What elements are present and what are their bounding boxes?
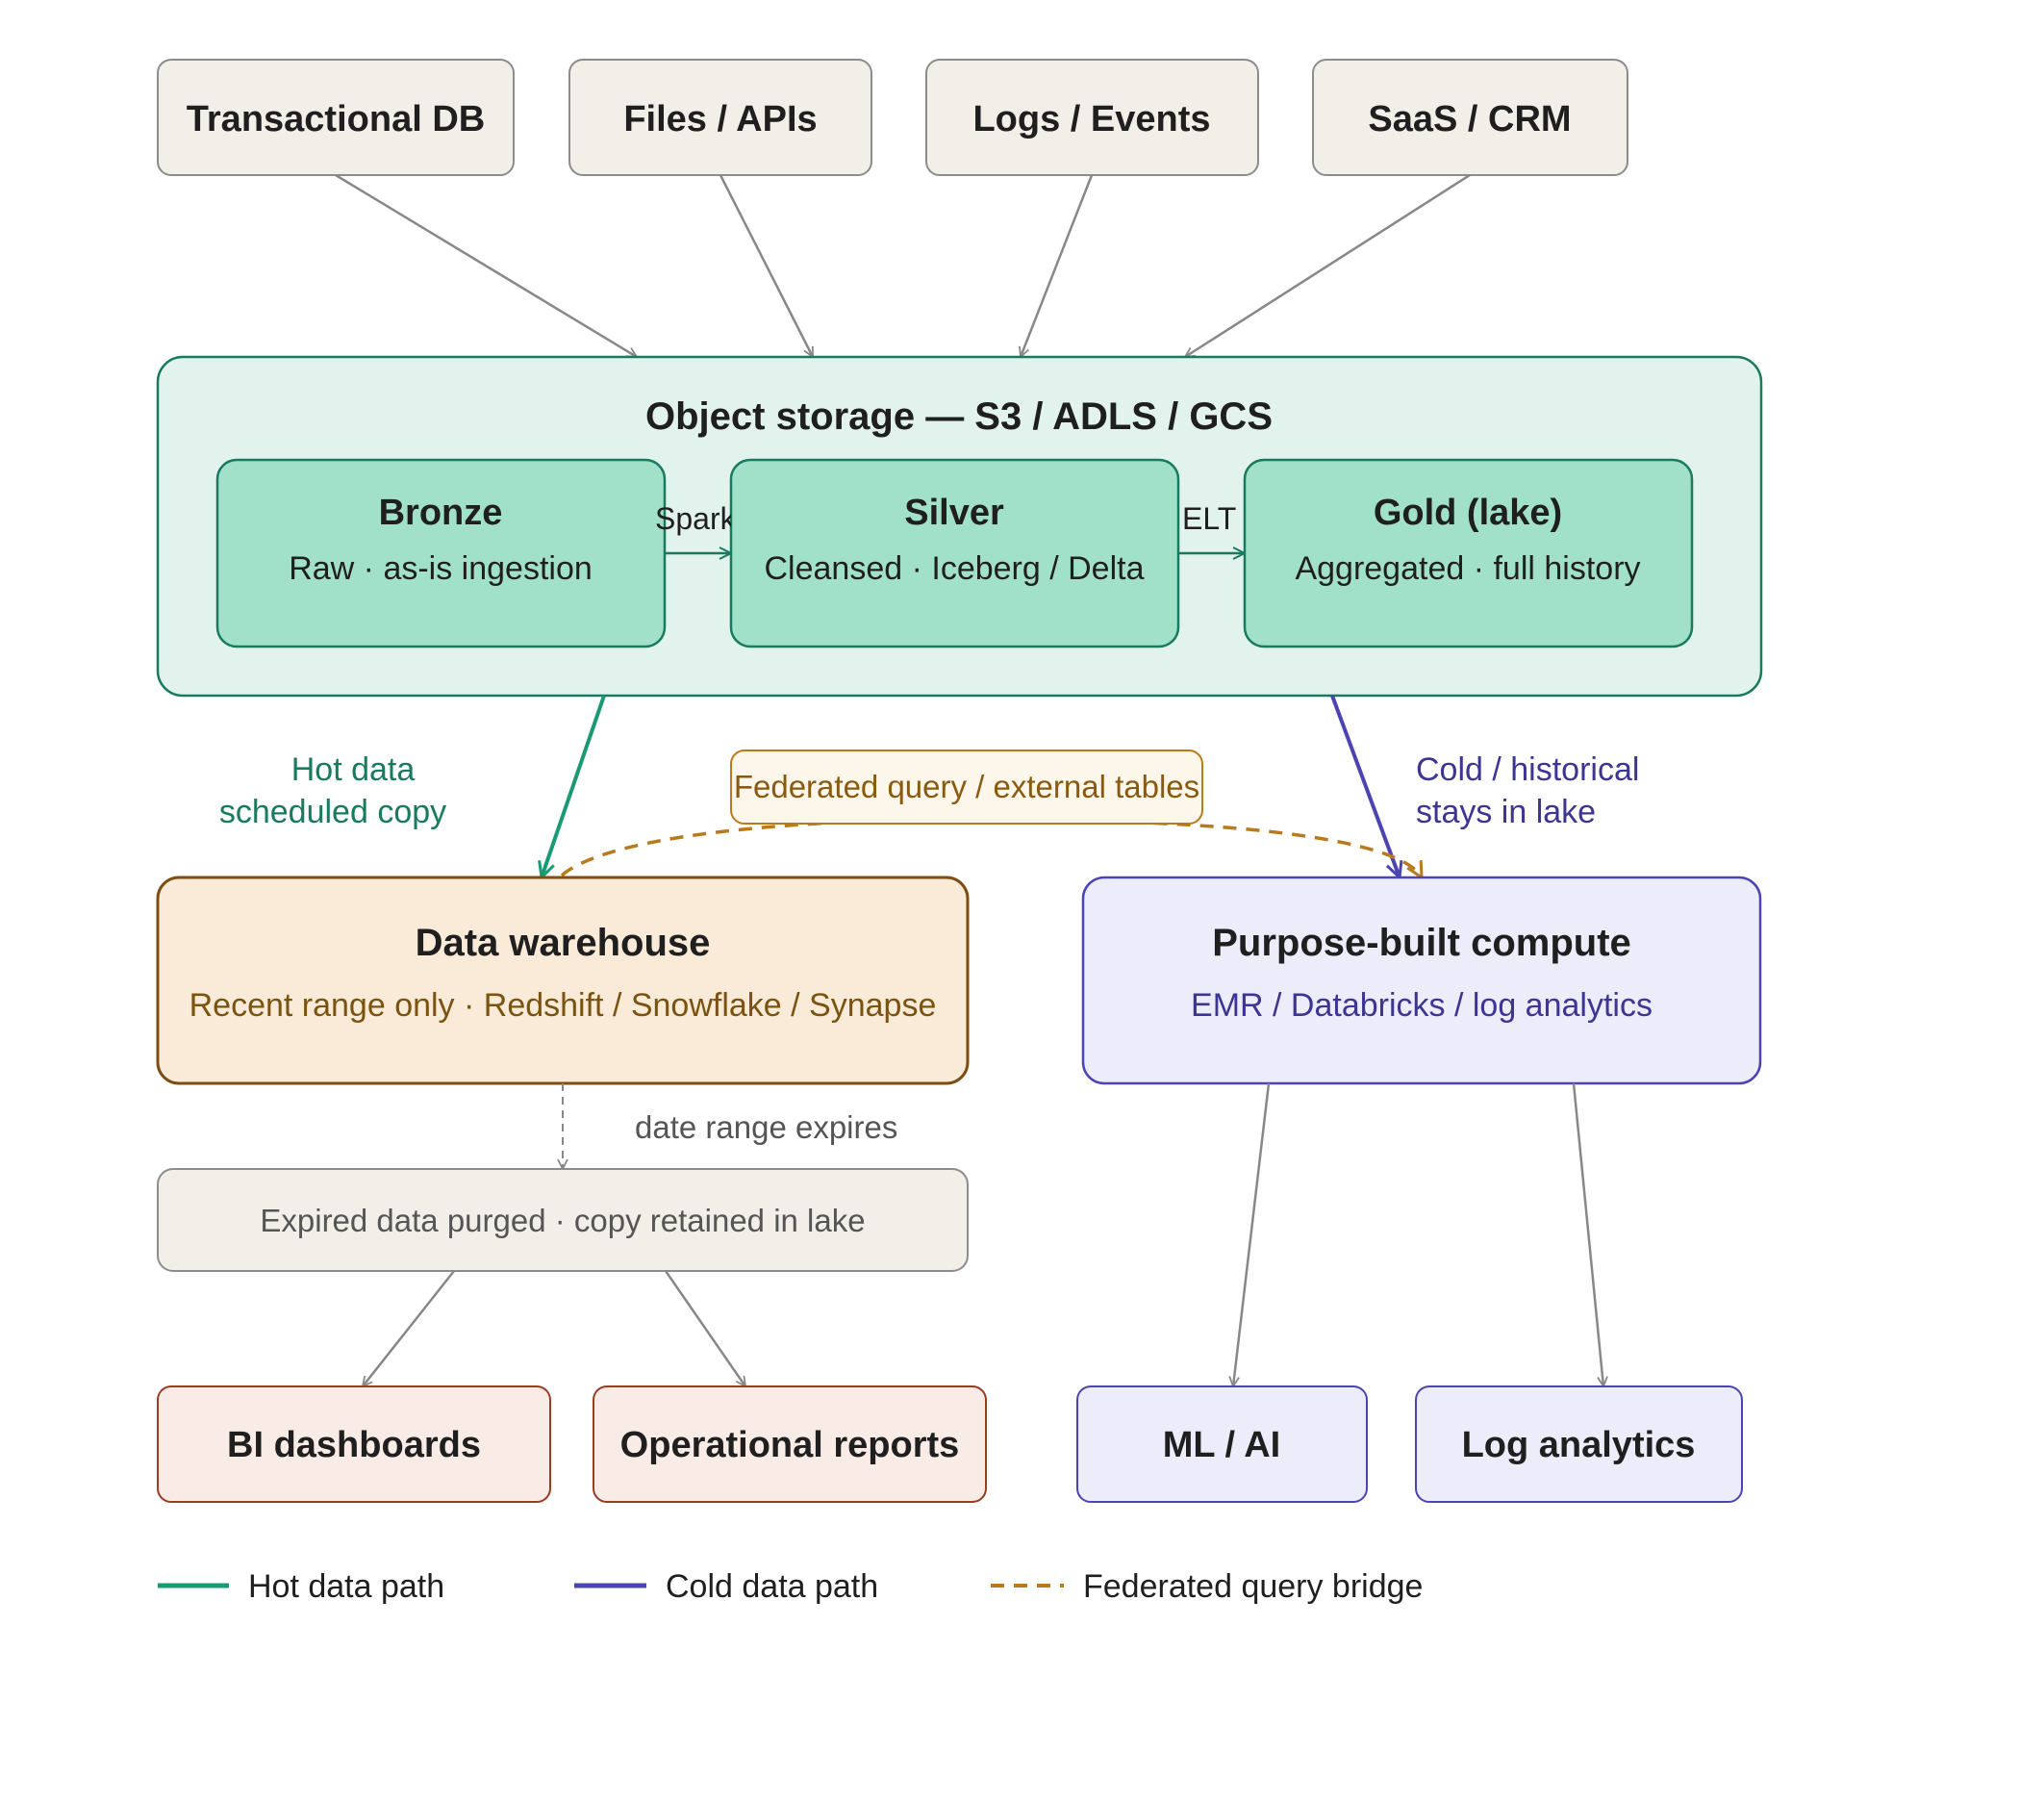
arrow-source-to-storage xyxy=(719,174,815,357)
purpose-built-compute: Purpose-built compute EMR / Databricks /… xyxy=(1081,876,1762,1085)
arrow-to-operational-reports xyxy=(664,1270,745,1386)
legend: Hot data path Cold data path Federated q… xyxy=(158,1568,1423,1605)
source-saas-crm: SaaS / CRM xyxy=(1312,59,1628,176)
arrow-source-to-storage xyxy=(335,173,637,359)
consumer-log-analytics: Log analytics xyxy=(1415,1385,1743,1503)
consumer-label: BI dashboards xyxy=(227,1425,481,1465)
compute-title: Purpose-built compute xyxy=(1212,922,1631,964)
source-files-apis: Files / APIs xyxy=(568,59,872,176)
cold-path-label-line2: stays in lake xyxy=(1416,794,1596,830)
spark-label: Spark xyxy=(655,501,737,536)
silver-layer: Silver Cleansed · Iceberg / Delta xyxy=(729,458,1180,648)
consumer-label: Operational reports xyxy=(620,1425,960,1465)
source-label: Logs / Events xyxy=(972,99,1210,140)
consumer-label: Log analytics xyxy=(1462,1425,1696,1465)
legend-hot-label: Hot data path xyxy=(248,1568,444,1605)
arrow-source-to-storage xyxy=(1185,173,1471,357)
bronze-layer: Bronze Raw · as-is ingestion xyxy=(215,458,667,648)
cold-path-label-line1: Cold / historical xyxy=(1416,751,1639,788)
expiry-label: date range expires xyxy=(635,1109,897,1145)
arrow-to-log-analytics xyxy=(1572,1082,1603,1386)
arrow-source-to-storage xyxy=(1021,174,1094,357)
source-label: Transactional DB xyxy=(187,99,485,140)
consumer-operational-reports: Operational reports xyxy=(593,1385,987,1503)
consumer-bi-dashboards: BI dashboards xyxy=(157,1385,551,1503)
legend-cold-label: Cold data path xyxy=(666,1568,878,1605)
bronze-title: Bronze xyxy=(379,493,503,533)
silver-subtitle: Cleansed · Iceberg / Delta xyxy=(765,550,1145,587)
purged-label: Expired data purged · copy retained in l… xyxy=(260,1203,865,1238)
object-storage-title: Object storage — S3 / ADLS / GCS xyxy=(645,395,1273,438)
purged-data-box: Expired data purged · copy retained in l… xyxy=(157,1168,969,1272)
legend-federated-label: Federated query bridge xyxy=(1083,1568,1423,1605)
data-warehouse: Data warehouse Recent range only · Redsh… xyxy=(156,876,970,1085)
federated-query-bridge xyxy=(560,818,1422,877)
warehouse-title: Data warehouse xyxy=(416,922,711,964)
hot-path-label-line1: Hot data xyxy=(291,751,416,788)
compute-subtitle: EMR / Databricks / log analytics xyxy=(1191,987,1653,1024)
source-logs-events: Logs / Events xyxy=(925,59,1259,176)
elt-label: ELT xyxy=(1182,501,1236,536)
arrow-to-ml-ai xyxy=(1233,1082,1271,1386)
source-label: Files / APIs xyxy=(623,99,817,140)
gold-layer: Gold (lake) Aggregated · full history xyxy=(1243,458,1694,648)
source-transactional-db: Transactional DB xyxy=(157,59,515,176)
bronze-subtitle: Raw · as-is ingestion xyxy=(289,550,593,587)
federated-query-badge: Federated query / external tables xyxy=(730,750,1203,825)
federated-label: Federated query / external tables xyxy=(734,769,1199,804)
cold-data-path-arrow xyxy=(1330,695,1400,877)
consumer-label: ML / AI xyxy=(1163,1425,1280,1465)
source-label: SaaS / CRM xyxy=(1368,99,1571,140)
arrow-to-bi-dashboards xyxy=(363,1270,455,1386)
gold-title: Gold (lake) xyxy=(1374,493,1562,533)
silver-title: Silver xyxy=(904,493,1004,533)
warehouse-subtitle: Recent range only · Redshift / Snowflake… xyxy=(189,987,937,1024)
gold-subtitle: Aggregated · full history xyxy=(1295,550,1640,587)
consumer-ml-ai: ML / AI xyxy=(1076,1385,1368,1503)
hot-data-path-arrow xyxy=(542,695,606,877)
hot-path-label-line2: scheduled copy xyxy=(219,794,446,830)
